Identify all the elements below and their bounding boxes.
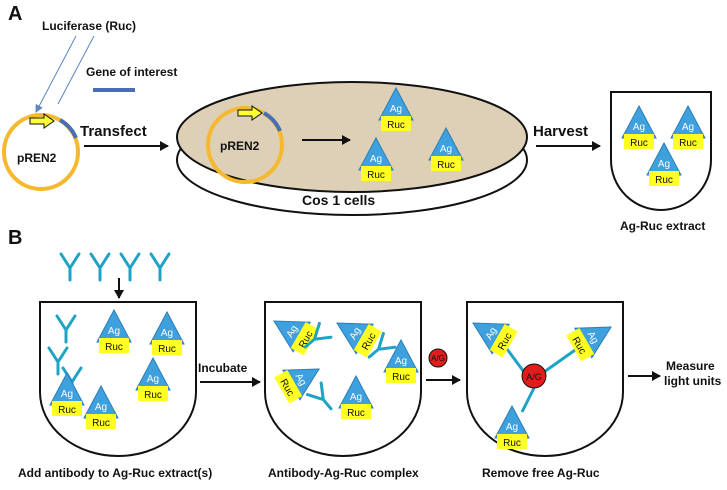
panel-b-letter: B	[8, 227, 22, 249]
plasmid-label: pREN2	[17, 151, 57, 165]
incubate-label: Incubate	[198, 361, 248, 375]
step1-caption: Add antibody to Ag-Ruc extract(s)	[18, 466, 212, 480]
culture-dish	[176, 81, 528, 216]
harvest-label: Harvest	[533, 123, 588, 140]
gene-label: Gene of interest	[86, 65, 177, 79]
dish-plasmid	[206, 106, 284, 184]
luciferase-arrow-icon	[29, 113, 55, 129]
dish-plasmid-label: pREN2	[220, 139, 260, 153]
dish-luciferase-arrow-icon	[237, 105, 263, 121]
measure-label-1: Measure	[666, 359, 715, 373]
antibody-icon	[119, 252, 141, 282]
luciferase-pointer	[35, 35, 77, 113]
ag-bead-icon	[428, 348, 448, 368]
step2-caption: Antibody-Ag-Ruc complex	[268, 466, 419, 480]
luciferase-label: Luciferase (Ruc)	[42, 19, 136, 33]
ag-bead-bound-icon	[521, 363, 547, 389]
ag-bead-bound-label: A/G	[526, 372, 542, 382]
antibody-icon	[59, 252, 81, 282]
transfect-label: Transfect	[80, 123, 147, 140]
measure-label-2: light units	[664, 374, 722, 388]
plasmid	[2, 113, 80, 191]
antibody-icon	[89, 252, 111, 282]
extract-label: Ag-Ruc extract	[620, 219, 705, 233]
cells-label: Cos 1 cells	[302, 192, 375, 208]
bead-link	[543, 346, 579, 374]
luciferase-pointer-2	[57, 35, 95, 105]
bead-link	[502, 344, 526, 373]
antibody-icon	[149, 252, 171, 282]
panel-a-letter: A	[8, 3, 22, 25]
step3-caption: Remove free Ag-Ruc	[482, 466, 600, 480]
ag-bead-label: A/G	[431, 354, 445, 363]
bead-link	[520, 387, 536, 413]
